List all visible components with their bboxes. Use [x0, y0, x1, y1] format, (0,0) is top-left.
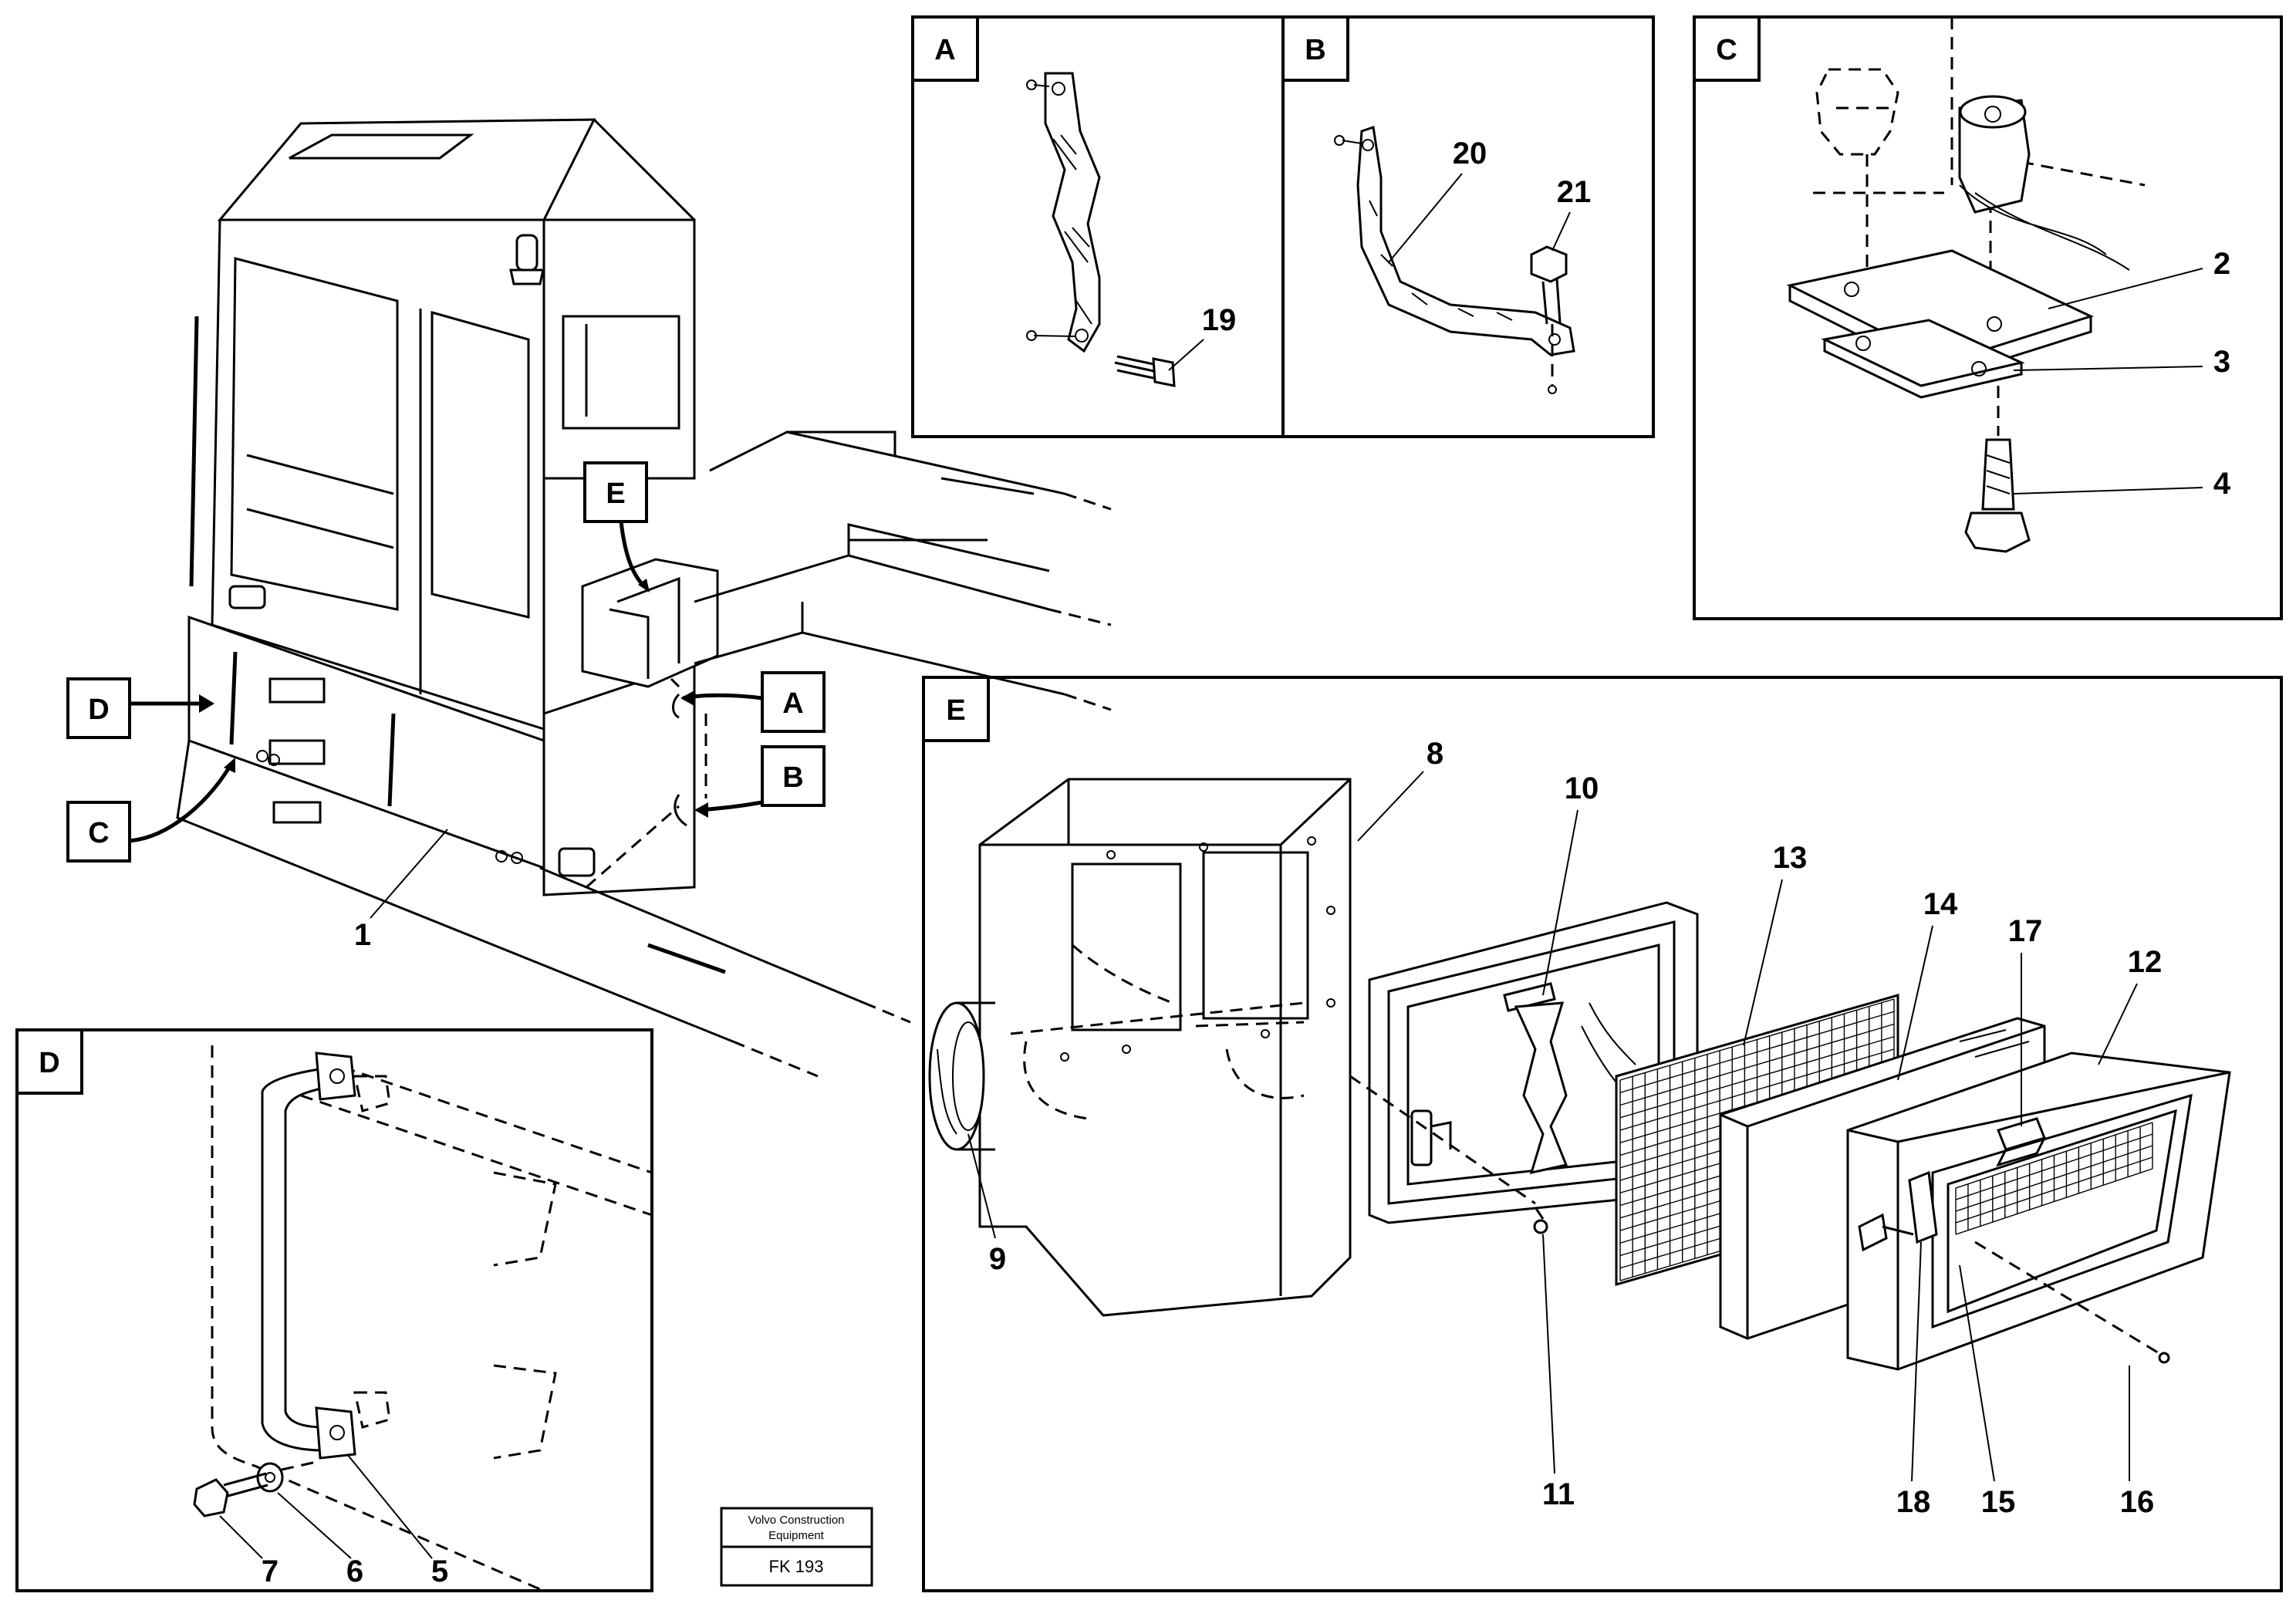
svg-text:E: E	[606, 478, 625, 510]
stamp-line-1: Volvo Construction	[748, 1514, 844, 1527]
part-label-10: 10	[1542, 771, 1599, 996]
svg-text:1: 1	[354, 918, 371, 952]
svg-text:C: C	[88, 817, 109, 849]
svg-text:21: 21	[1557, 175, 1592, 209]
part-label-3: 3	[2013, 345, 2230, 379]
part-label-7: 7	[219, 1515, 279, 1588]
svg-text:B: B	[1305, 34, 1325, 66]
part-label-8: 8	[1357, 737, 1443, 842]
part-label-18: 18	[1896, 1241, 1931, 1519]
part-label-13: 13	[1743, 841, 1808, 1046]
svg-text:10: 10	[1565, 771, 1599, 805]
cab-illustration	[176, 118, 1112, 1078]
svg-text:19: 19	[1202, 303, 1237, 337]
svg-text:12: 12	[2128, 945, 2163, 979]
svg-text:5: 5	[431, 1555, 448, 1588]
svg-text:3: 3	[2213, 345, 2230, 379]
stamp-code: FK 193	[769, 1557, 824, 1576]
panel-C: C	[1693, 15, 2283, 620]
svg-text:D: D	[88, 694, 109, 726]
svg-text:6: 6	[346, 1555, 363, 1588]
callout-D: D	[66, 677, 214, 739]
svg-text:2: 2	[2213, 247, 2230, 281]
part-label-12: 12	[2098, 945, 2162, 1065]
part-label-6: 6	[277, 1492, 363, 1588]
svg-text:20: 20	[1453, 137, 1487, 170]
callout-B: B	[694, 745, 826, 818]
svg-text:A: A	[782, 687, 803, 720]
part-label-1: 1	[354, 829, 448, 952]
svg-text:17: 17	[2008, 914, 2043, 948]
svg-text:11: 11	[1542, 1477, 1575, 1511]
stamp-line-2: Equipment	[768, 1529, 825, 1542]
part-label-17: 17	[2008, 914, 2043, 1126]
callout-E: E	[583, 461, 650, 592]
part-label-4: 4	[2013, 467, 2231, 501]
svg-text:15: 15	[1981, 1485, 2016, 1519]
part-label-15: 15	[1959, 1264, 2016, 1519]
svg-text:4: 4	[2213, 467, 2231, 501]
part-label-2: 2	[2048, 247, 2230, 309]
svg-text:18: 18	[1896, 1485, 1931, 1519]
svg-text:C: C	[1716, 34, 1737, 66]
svg-text:16: 16	[2120, 1485, 2155, 1519]
svg-text:13: 13	[1773, 841, 1808, 875]
part-label-16: 16	[2120, 1366, 2155, 1519]
part-label-11: 11	[1542, 1234, 1575, 1511]
panel-A: A	[911, 15, 1285, 438]
part-label-9: 9	[967, 1133, 1006, 1276]
svg-text:7: 7	[262, 1555, 279, 1588]
callout-A: A	[680, 671, 826, 733]
part-label-14: 14	[1897, 887, 1958, 1081]
part-label-20: 20	[1388, 137, 1487, 263]
panel-D: D	[15, 1028, 653, 1592]
svg-text:9: 9	[989, 1242, 1006, 1276]
panel-E: E	[922, 676, 2283, 1592]
callout-C: C	[66, 758, 235, 863]
cover-mesh-grid	[1955, 1122, 2153, 1235]
svg-text:B: B	[782, 761, 803, 794]
svg-text:14: 14	[1923, 887, 1958, 921]
svg-text:8: 8	[1427, 737, 1443, 771]
part-label-21: 21	[1551, 175, 1592, 251]
svg-text:A: A	[934, 34, 955, 66]
panel-B: B	[1281, 15, 1655, 438]
svg-text:E: E	[946, 694, 965, 727]
svg-text:D: D	[39, 1047, 59, 1079]
part-label-5: 5	[346, 1453, 448, 1588]
publisher-stamp: Volvo Construction Equipment FK 193	[720, 1507, 873, 1587]
part-label-19: 19	[1168, 303, 1237, 371]
